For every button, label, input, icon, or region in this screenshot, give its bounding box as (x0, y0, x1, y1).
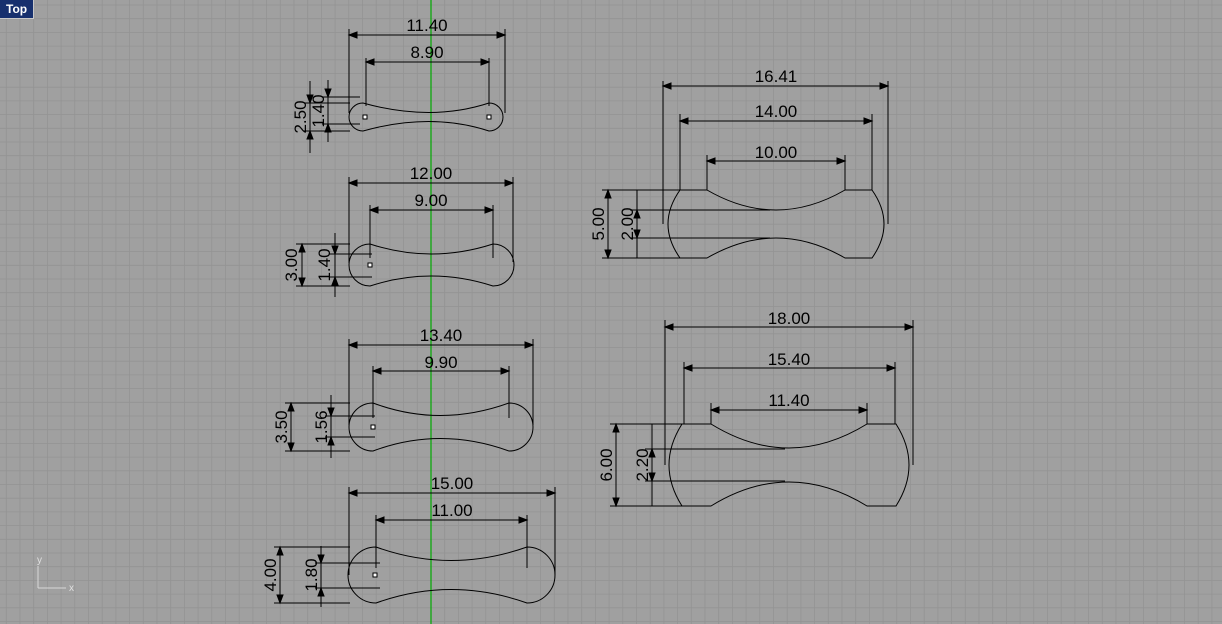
part-outline-l2[interactable] (348, 243, 515, 287)
dimension-label: 3.00 (282, 248, 301, 281)
dimension-label: 1.56 (312, 410, 331, 443)
dimension-labels: 11.40 8.90 2.50 1.40 12.00 9.00 3.00 1.4… (261, 16, 810, 592)
control-point[interactable] (367, 262, 373, 268)
part-outline-l1[interactable] (348, 102, 504, 132)
control-point[interactable] (370, 424, 376, 430)
dimension-label: 2.20 (633, 448, 652, 481)
dimension-label: 15.00 (431, 474, 474, 493)
dimension-label: 15.40 (768, 350, 811, 369)
y-axis-label: y (37, 555, 42, 566)
dimension-label: 8.90 (410, 43, 443, 62)
control-point[interactable] (372, 572, 378, 578)
x-axis-label: x (69, 583, 74, 594)
dimension-label: 6.00 (597, 448, 616, 481)
dimension-label: 11.40 (406, 16, 447, 35)
dimension-label: 2.50 (291, 100, 310, 133)
control-point[interactable] (486, 114, 492, 120)
dimension-label: 2.00 (618, 207, 637, 240)
part-outline-r2[interactable] (668, 423, 910, 507)
dimension-label: 13.40 (420, 326, 463, 345)
world-axes-widget: y x (37, 555, 74, 594)
dimension-layer (274, 29, 915, 607)
dimension-label: 5.00 (589, 207, 608, 240)
dimension-label: 1.40 (309, 94, 328, 127)
part-outline-l3[interactable] (348, 402, 534, 452)
dimension-label: 9.90 (424, 353, 457, 372)
dimension-label: 10.00 (755, 143, 798, 162)
dimension-label: 1.40 (315, 248, 334, 281)
dimension-label: 18.00 (768, 309, 811, 328)
dimension-label: 1.80 (302, 558, 321, 591)
viewport-title-tab[interactable]: Top (0, 0, 35, 19)
dimension-label: 11.40 (768, 391, 809, 410)
dimension-label: 12.00 (410, 164, 453, 183)
dimension-label: 16.41 (755, 67, 798, 86)
part-outline-r1[interactable] (667, 189, 885, 259)
control-point[interactable] (362, 114, 368, 120)
dimension-label: 14.00 (755, 102, 798, 121)
dimension-label: 4.00 (261, 558, 280, 591)
dimension-label: 9.00 (414, 191, 447, 210)
dimension-label: 3.50 (272, 410, 291, 443)
dimension-label: 11.00 (431, 501, 472, 520)
part-outline-l4[interactable] (347, 546, 556, 604)
